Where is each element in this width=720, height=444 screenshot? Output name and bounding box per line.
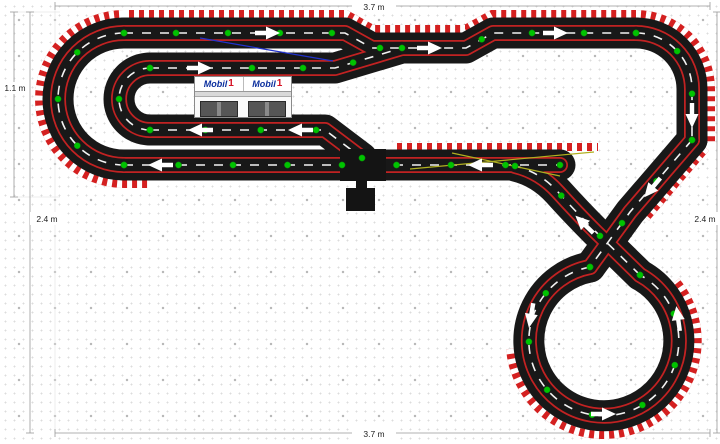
track-joint-dot <box>688 136 696 144</box>
connection-track-section[interactable] <box>340 149 386 181</box>
track-joint-dot <box>580 29 588 37</box>
track-joint-dot <box>393 161 400 169</box>
track-joint-dot <box>120 161 128 169</box>
track-joint-dot <box>146 126 154 134</box>
track-joint-dot <box>398 44 406 52</box>
track-joint-dot <box>542 289 550 297</box>
track-joint-dot <box>586 263 594 271</box>
pit-building-roof-edge <box>195 92 291 97</box>
mobil-one-text: 1 <box>228 78 234 89</box>
track-joint-dot <box>175 161 182 169</box>
track-joint-dot <box>511 162 519 170</box>
track-joint-dot <box>257 126 265 134</box>
track-joint-dot <box>73 48 81 56</box>
mobil-brand-text: Mobil <box>252 78 276 89</box>
track-joint-dots <box>54 29 696 419</box>
track-joint-dot <box>248 64 256 72</box>
track-joint-dot <box>671 361 679 369</box>
track-joint-dot <box>618 219 626 227</box>
track-joint-dot <box>557 192 565 199</box>
track-joint-dot <box>596 232 604 240</box>
track-joint-dot <box>447 161 455 169</box>
track-joint-dot <box>543 386 551 394</box>
track-joint-dot <box>688 90 696 98</box>
track-joint-dot <box>299 64 307 72</box>
track-joint-dot <box>358 154 366 162</box>
dim-label-bg <box>1 82 29 94</box>
track-joint-dot <box>556 161 564 169</box>
track-joint-dot <box>639 401 646 409</box>
connector-stem <box>356 180 367 190</box>
track-joint-dot <box>120 29 128 37</box>
dim-label-bottom-width: 3.7 m <box>363 429 384 439</box>
dim-label-top-width: 3.7 m <box>363 2 384 12</box>
track-joint-dot <box>115 95 123 103</box>
track-joint-dot <box>376 44 384 52</box>
lane-change-line-yellow <box>409 151 595 170</box>
track-joint-dot <box>636 271 644 279</box>
dim-label-bg <box>352 1 396 13</box>
power-control-box[interactable] <box>346 188 375 211</box>
dim-label-upper-height: 1.1 m <box>4 83 25 93</box>
track-joint-dot <box>338 161 346 169</box>
track-joint-dot <box>632 29 640 37</box>
track-joint-dot <box>224 29 232 37</box>
track-joint-dot <box>478 35 486 43</box>
garage-door <box>200 101 238 117</box>
track-joint-dot <box>146 64 154 72</box>
garage-door <box>248 101 286 117</box>
track-joint-dot <box>528 29 536 37</box>
track-joint-dot <box>502 161 509 169</box>
track-joint-dot <box>328 29 336 37</box>
mobil-brand-text: Mobil <box>203 78 228 89</box>
track-joint-dot <box>229 161 237 169</box>
track-joint-dot <box>73 142 81 150</box>
track-joint-dot <box>284 161 291 169</box>
track-joint-dot <box>349 59 357 66</box>
track-joint-dot <box>312 126 320 134</box>
connection-section[interactable] <box>340 149 386 211</box>
dim-label-left-height: 2.4 m <box>36 214 57 224</box>
track-surface-inner-layer <box>58 33 692 416</box>
dim-label-bg <box>352 427 396 441</box>
lane-change-line-blue <box>199 37 334 62</box>
track-joint-dot <box>172 29 180 37</box>
track-joint-dot <box>54 95 62 103</box>
dim-label-right-height: 2.4 m <box>694 214 715 224</box>
track-joint-dot <box>525 338 533 346</box>
dim-label-bg <box>690 212 720 225</box>
mobil-one-text: 1 <box>276 78 283 89</box>
pit-building-wall <box>195 97 291 118</box>
track-joint-dot <box>673 47 681 55</box>
dim-label-bg <box>30 212 64 225</box>
